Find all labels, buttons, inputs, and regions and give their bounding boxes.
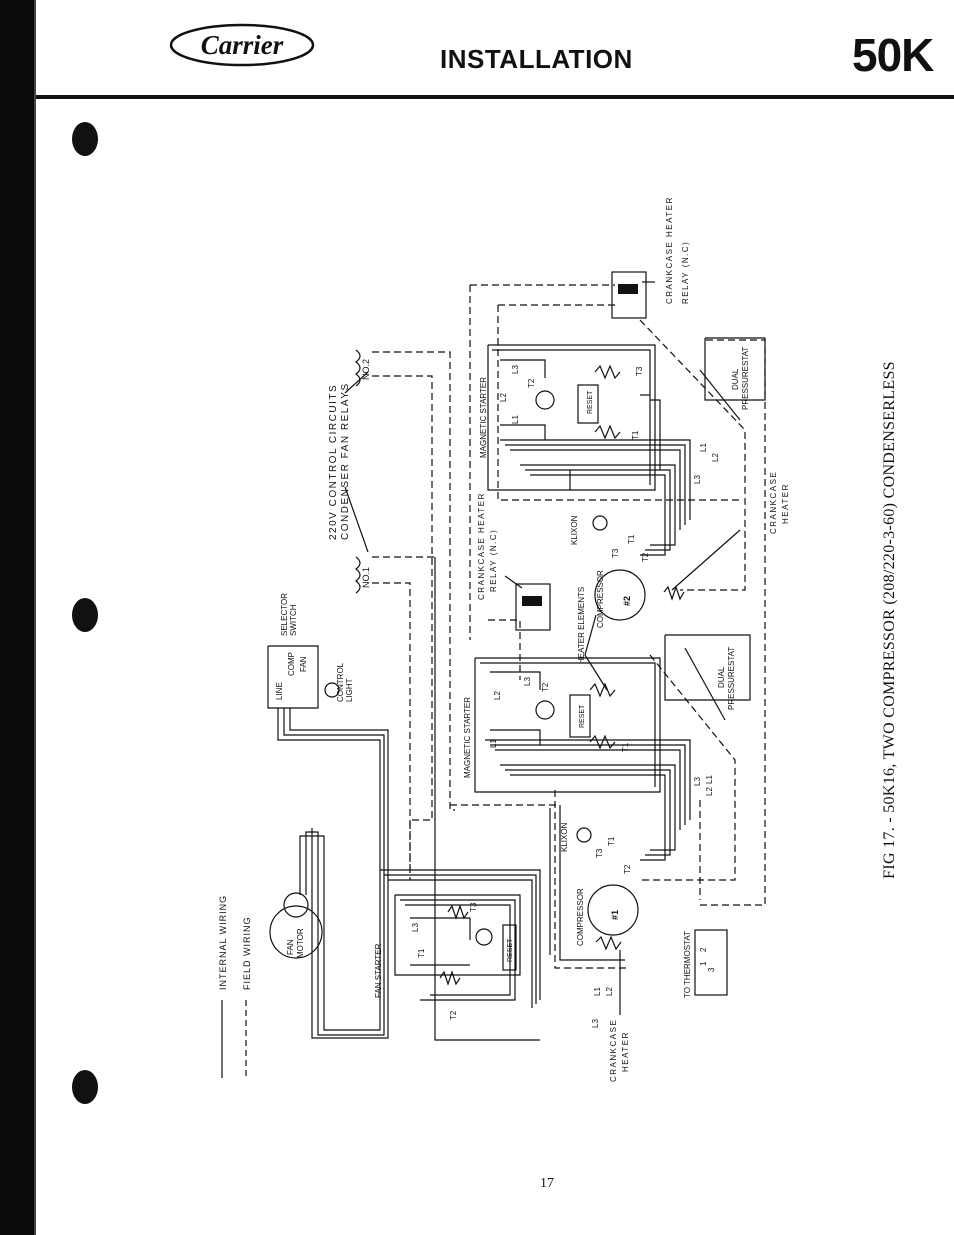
fan-starter-label: FAN STARTER: [374, 943, 383, 998]
lower-l3: L3: [693, 777, 702, 786]
magnetic-starter-2-label: MAGNETIC STARTER: [479, 377, 488, 458]
compressor-1-number: #1: [610, 910, 620, 920]
cch-relay-2-label: CRANKCASE HEATER: [665, 196, 674, 304]
dual-pressurestat-1-label: DUAL: [717, 666, 726, 688]
fan-starter-t2: T2: [449, 1010, 458, 1020]
upper-l1: L1: [699, 443, 708, 452]
field-l2: L2: [605, 987, 614, 996]
fan-starter-t3: T3: [469, 902, 478, 912]
condenser-fan-relays-label: CONDENSER FAN RELAYS: [340, 382, 351, 540]
upper-l2: L2: [711, 453, 720, 462]
header-rule: [36, 95, 954, 99]
carrier-logo-icon: [169, 23, 315, 67]
compressor-2-number: #2: [622, 596, 632, 606]
crankcase-heater-1-label-b: HEATER: [621, 1031, 630, 1072]
cch-relay-1-label-b: RELAY (N.C): [489, 529, 498, 592]
legend-internal-label: INTERNAL WIRING: [218, 895, 228, 990]
field-l3: L3: [591, 1019, 600, 1028]
field-wiring: [372, 284, 766, 969]
dual-pressurestat-2-label: DUAL: [731, 368, 740, 390]
selector-line-label: LINE: [275, 682, 284, 700]
comp2-t3: T3: [611, 548, 620, 558]
dual-pressurestat-2-label-b: PRESSURESTAT: [741, 347, 750, 410]
relay-no2-label: NO.2: [361, 359, 371, 380]
ms2-t3: T3: [635, 366, 644, 376]
ms2-l3: L3: [511, 365, 520, 374]
ms2-l1: L1: [511, 415, 520, 424]
control-light-label-2: LIGHT: [345, 678, 354, 702]
magnetic-starter-1-label: MAGNETIC STARTER: [463, 697, 472, 778]
binding-strip: [0, 0, 34, 1235]
ms2-l2: L2: [499, 393, 508, 402]
lower-l1: L1: [705, 775, 714, 784]
punch-hole-top: [72, 122, 98, 156]
punch-hole-middle: [72, 598, 98, 632]
internal-wiring: [267, 271, 766, 1041]
thermostat-label: TO THERMOSTAT: [683, 931, 692, 998]
cch-relay-2-label-b: RELAY (N.C): [681, 241, 690, 304]
dual-pressurestat-1-label-b: PRESSURESTAT: [727, 647, 736, 710]
selector-fan-label: FAN: [299, 656, 308, 672]
field-l1: L1: [593, 987, 602, 996]
fan-starter-l3: L3: [411, 923, 420, 932]
compressor-2-label: COMPRESSOR: [596, 570, 605, 628]
fan-starter-reset-label: RESET: [507, 938, 514, 962]
comp1-t2: T2: [623, 864, 632, 874]
crankcase-heater-2-label-b: HEATER: [781, 483, 790, 524]
klixon-2-label: KLIXON: [570, 515, 579, 545]
comp1-t3: T3: [595, 848, 604, 858]
compressor-1-label: COMPRESSOR: [576, 888, 585, 946]
carrier-logo-text: Carrier: [200, 30, 284, 60]
klixon-1-label: KLIXON: [560, 822, 569, 852]
control-circuits-label: 220V CONTROL CIRCUITS: [328, 384, 339, 540]
magnetic-starter-2-reset: RESET: [587, 390, 594, 414]
cch-relay-1-label: CRANKCASE HEATER: [477, 492, 486, 600]
upper-l3: L3: [693, 475, 702, 484]
heater-elements-label: HEATER ELEMENTS: [577, 587, 586, 664]
comp1-t1: T1: [607, 836, 616, 846]
thermostat-terminal-3: 3: [707, 967, 716, 972]
comp2-t2: T2: [641, 552, 650, 562]
lower-l2: L2: [705, 787, 714, 796]
crankcase-heater-2-label: CRANKCASE: [769, 471, 778, 534]
ms2-t1: T1: [631, 430, 640, 440]
model-number: 50K: [852, 29, 934, 81]
ms1-l1: L1: [489, 739, 498, 748]
switch-label: SWITCH: [289, 604, 298, 636]
ms1-l3: L3: [523, 677, 532, 686]
magnetic-starter-1-reset: RESET: [579, 704, 586, 728]
comp2-t1: T1: [627, 534, 636, 544]
fan-motor-label-2: MOTOR: [296, 928, 305, 958]
punch-hole-bottom: [72, 1070, 98, 1104]
page-number: 17: [540, 1176, 554, 1191]
relay-coil-marks: [522, 284, 638, 606]
crankcase-heater-1-label: CRANKCASE: [609, 1019, 618, 1082]
relay-no1-label: NO.1: [361, 567, 371, 588]
thermostat-terminal-2: 2: [699, 947, 708, 952]
binding-rule: [34, 0, 36, 1235]
figure-caption: FIG 17. - 50K16, TWO COMPRESSOR (208/220…: [881, 361, 898, 879]
ms1-t2: T2: [541, 682, 550, 692]
ms2-t2: T2: [527, 378, 536, 388]
selector-label: SELECTOR: [280, 593, 289, 636]
fan-motor-label: FAN: [286, 939, 295, 955]
thermostat-terminal-1: 1: [699, 961, 708, 966]
legend-field-label: FIELD WIRING: [242, 916, 252, 990]
ms1-t1: T1: [621, 742, 630, 752]
fan-starter-t1: T1: [417, 948, 426, 958]
ms1-l2: L2: [493, 691, 502, 700]
page-title: INSTALLATION: [440, 44, 633, 74]
control-light-label: CONTROL: [336, 662, 345, 702]
selector-comp-label: COMP: [287, 652, 296, 676]
